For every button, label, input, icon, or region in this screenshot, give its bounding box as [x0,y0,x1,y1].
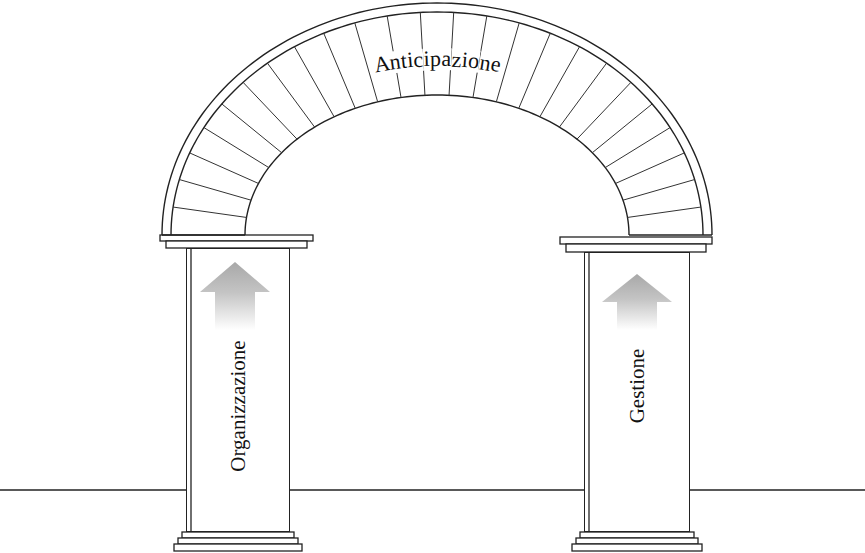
voussoir-joint [222,104,282,153]
arch-curve [171,12,703,235]
ground-line [690,489,865,490]
column-fluting [588,252,589,532]
column-label: Organizzazione [228,340,249,471]
voussoir-joint [243,82,297,139]
capital-abacus [160,235,313,241]
voussoir-joint [540,47,580,117]
capital-molding [566,244,706,252]
voussoir-joint [173,207,246,217]
arch-letter: p [430,48,441,70]
arch-spring [629,234,712,235]
upward-arrow [602,274,672,330]
arch-outline [160,0,715,240]
voussoir-joint [179,180,251,201]
column-base [572,544,702,551]
voussoir-joint [519,33,551,108]
column-base [576,538,698,544]
upward-arrow [200,262,270,330]
voussoir-joint [623,180,695,201]
arch-curve [245,95,629,235]
voussoir-joint [294,47,334,117]
voussoir-joint [592,104,652,153]
voussoir-joint [190,153,259,184]
ground-line [0,489,186,490]
voussoir-joint [577,82,631,139]
arch-spring [162,234,245,235]
voussoir-joint [616,153,685,184]
column-label: Gestione [627,349,648,424]
arch-curve [162,3,712,235]
voussoir-joint [324,33,356,108]
capital-abacus [560,237,712,244]
column-fluting [190,248,191,532]
capital-molding [166,241,307,248]
ground-line [290,489,584,490]
column-base [174,544,302,551]
voussoir-joint [267,63,314,127]
arch-label: Anticipazione [160,0,715,240]
column-node: Organizzazione [186,248,290,532]
column-base [182,532,294,538]
column-base [178,538,298,544]
voussoir-joint [605,128,670,168]
column-node: Gestione [584,252,690,532]
column-base [580,532,694,538]
voussoir-joint [559,63,606,127]
voussoir-joint [627,207,700,217]
voussoir-joint [204,128,269,168]
arch-node: Anticipazione [160,0,715,240]
